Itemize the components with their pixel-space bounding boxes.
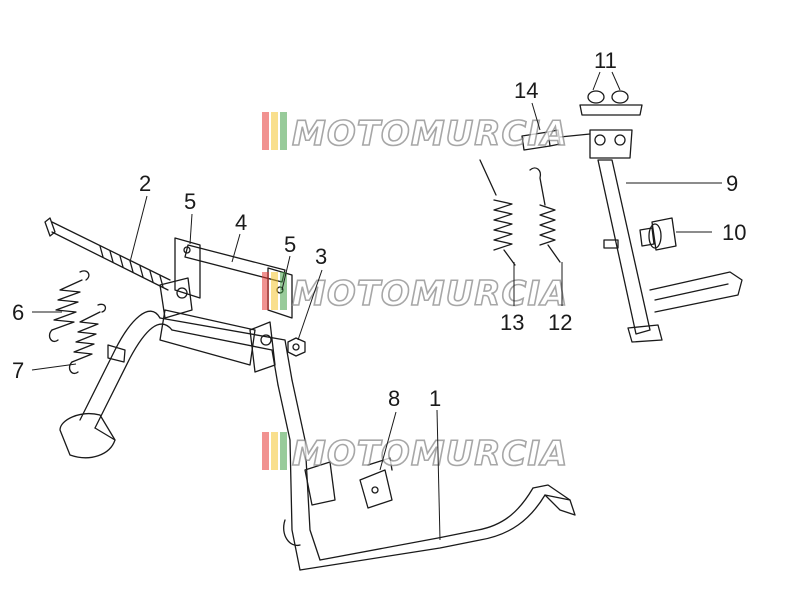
spring-12 [529,167,561,263]
bolt-14 [521,129,591,151]
callout-12: 12 [548,310,572,335]
leader-14 [531,102,541,131]
callout-numbers: 2 5 4 5 3 6 7 8 1 9 10 11 12 13 14 [12,48,746,411]
spring-7 [68,303,107,375]
washers-11 [579,90,643,116]
callout-3: 3 [315,244,327,269]
leader-11b [611,71,621,91]
washer-left [174,237,201,299]
long-bolt [44,217,171,291]
callout-1: 1 [429,386,441,411]
callout-9: 9 [726,171,738,196]
callout-8: 8 [388,386,400,411]
callout-5a: 5 [184,189,196,214]
leader-4 [231,233,241,263]
callout-11: 11 [594,48,617,73]
spring-6 [48,270,90,343]
leader-11a [592,71,601,91]
leader-lines [31,71,722,541]
leader-8 [379,411,397,471]
watermark-text: MOTOMURCIA [292,274,568,314]
callout-6: 6 [12,300,24,325]
leader-5a [189,213,193,245]
callout-2: 2 [139,171,151,196]
callout-10: 10 [722,220,746,245]
callout-5b: 5 [284,232,296,257]
bracket-8 [359,457,393,509]
leader-3 [297,269,323,341]
watermark-text: MOTOMURCIA [292,114,568,154]
leader-7 [31,363,77,371]
callout-7: 7 [12,358,24,383]
side-stand [589,129,743,343]
callout-13: 13 [500,310,524,335]
callout-14: 14 [514,78,538,103]
bushing [639,217,677,251]
watermark-text: MOTOMURCIA [292,434,568,474]
leader-1 [436,409,441,541]
leader-2 [129,195,148,263]
leader-5b [281,255,291,291]
watermark-1: MOTOMURCIA [262,112,568,155]
callout-4: 4 [235,210,247,235]
central-stand [59,277,576,571]
spring-13 [479,159,516,266]
nut [287,337,306,357]
watermark-2: MOTOMURCIA [262,272,568,315]
watermark-3: MOTOMURCIA [262,432,568,475]
